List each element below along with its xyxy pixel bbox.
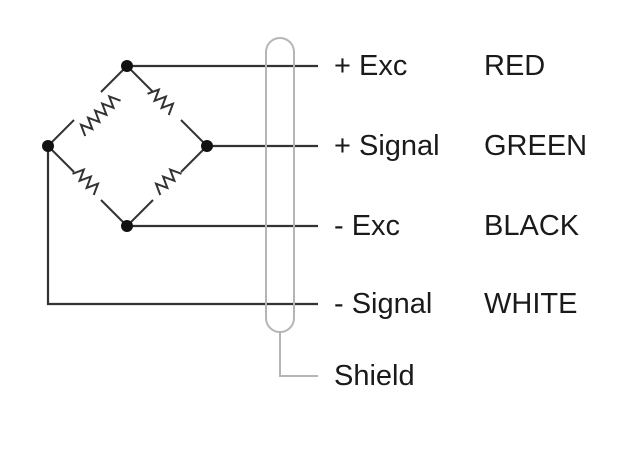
- node-right: [201, 140, 213, 152]
- wire-minus-signal: [46, 146, 318, 306]
- resistor-top-right: [126, 65, 208, 147]
- shield-drain-wire: [279, 332, 318, 377]
- node-left: [42, 140, 54, 152]
- label-plus-exc: + Exc: [334, 50, 408, 82]
- label-shield: Shield: [334, 360, 415, 392]
- label-minus-signal: - Signal: [334, 288, 433, 320]
- resistor-bottom-right: [126, 145, 208, 227]
- cable-shield: [265, 37, 318, 377]
- color-green: GREEN: [484, 130, 588, 162]
- color-red: RED: [484, 50, 546, 82]
- node-bottom: [121, 220, 133, 232]
- node-top: [121, 60, 133, 72]
- label-minus-exc: - Exc: [334, 210, 401, 242]
- color-white: WHITE: [484, 288, 578, 320]
- resistor-bottom-left: [47, 145, 128, 227]
- color-black: BLACK: [484, 210, 580, 242]
- label-plus-signal: + Signal: [334, 130, 440, 162]
- resistor-top-left: [47, 65, 128, 147]
